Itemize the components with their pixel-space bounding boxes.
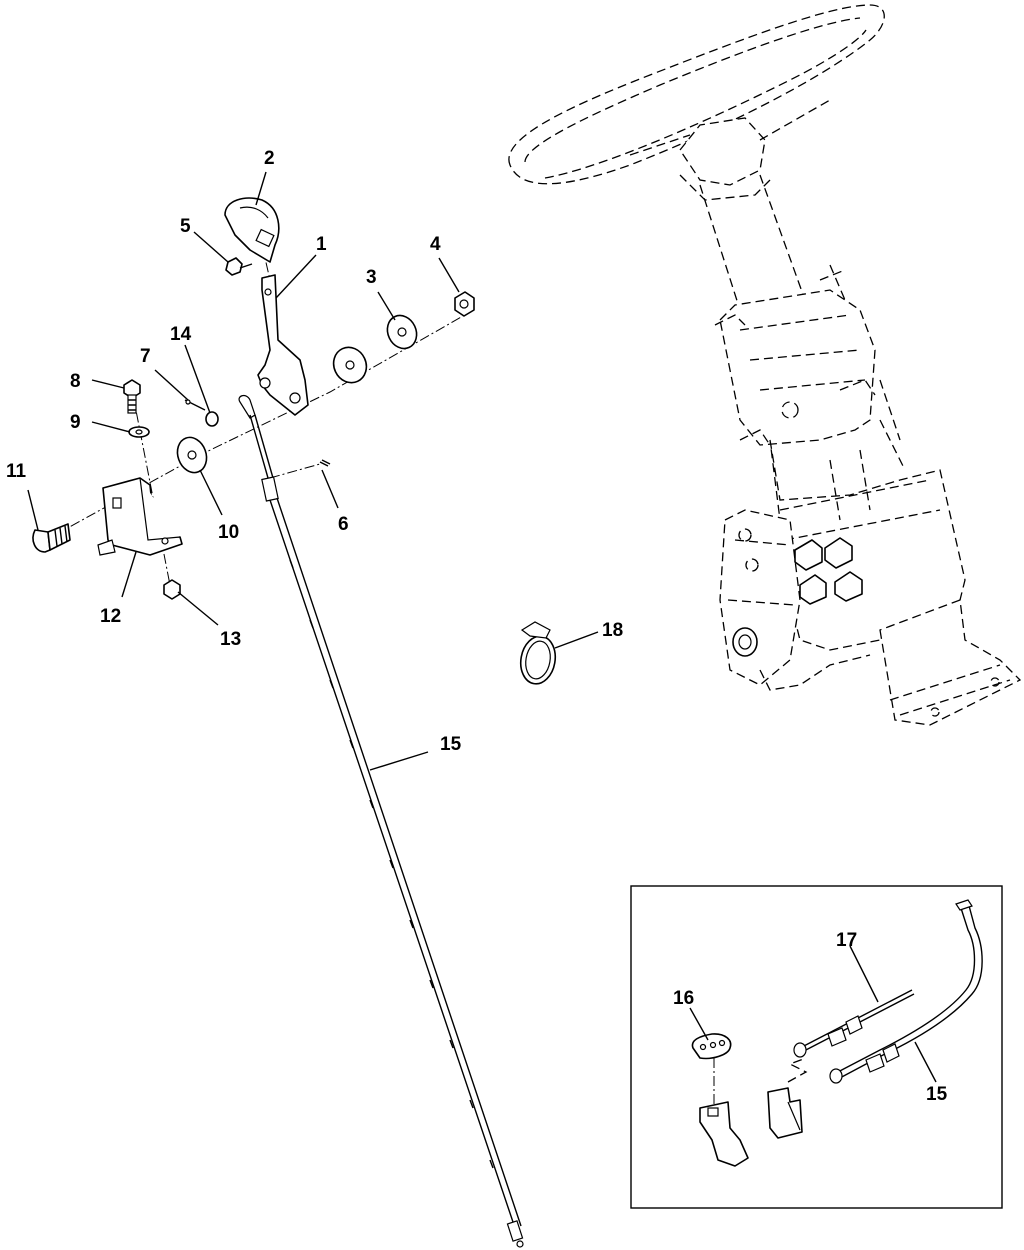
part-1-lever [257,274,309,416]
inset-detail: 16 17 15 [630,885,1003,1209]
part-15-cable-inset [829,899,983,1084]
callout-15: 15 [440,734,462,755]
exploded-view [32,197,557,1248]
callout-2: 2 [264,148,275,169]
callout-4: 4 [430,234,441,255]
part-3-washer [386,314,418,350]
callout-1: 1 [316,234,327,255]
part-15-cable [238,394,524,1248]
part-18-clamp [519,621,557,685]
inset-callout-17: 17 [836,930,857,951]
callout-7: 7 [140,346,151,367]
part-16-plate [691,1033,732,1060]
callout-3: 3 [366,267,377,288]
callout-13: 13 [220,629,241,650]
callout-11: 11 [6,461,27,482]
part-11-carriage-bolt [32,523,71,553]
part-4-nut [454,291,475,317]
part-2-knob [224,197,280,263]
part-10-washer [176,436,208,474]
part-17-cable [793,989,915,1058]
inset-callout-16: 16 [673,988,694,1009]
callout-9: 9 [70,412,81,433]
part-14-spacer [205,411,219,427]
callout-10: 10 [218,522,239,543]
part-6-cotter-pin [319,459,331,467]
steering-column-assembly [508,4,1022,726]
callout-8: 8 [70,371,81,392]
hydraulic-fittings [732,537,863,657]
inset-callout-15: 15 [926,1084,948,1105]
part-13-nut [163,579,181,600]
callout-12: 12 [100,606,121,627]
part-7-pin [184,399,206,411]
callouts: 2 5 1 4 3 14 7 8 9 11 10 6 12 13 18 15 [6,148,623,755]
callout-18: 18 [602,620,623,641]
part-8-bolt [123,379,141,414]
washer-spacer [332,346,368,384]
leader-lines [27,171,599,771]
part-12-bracket [97,477,183,556]
inset-frame [630,885,1003,1209]
callout-5: 5 [180,216,191,237]
callout-6: 6 [338,514,349,535]
part-5-screw [225,257,253,276]
callout-14: 14 [170,324,192,345]
part-9-washer [128,426,150,438]
